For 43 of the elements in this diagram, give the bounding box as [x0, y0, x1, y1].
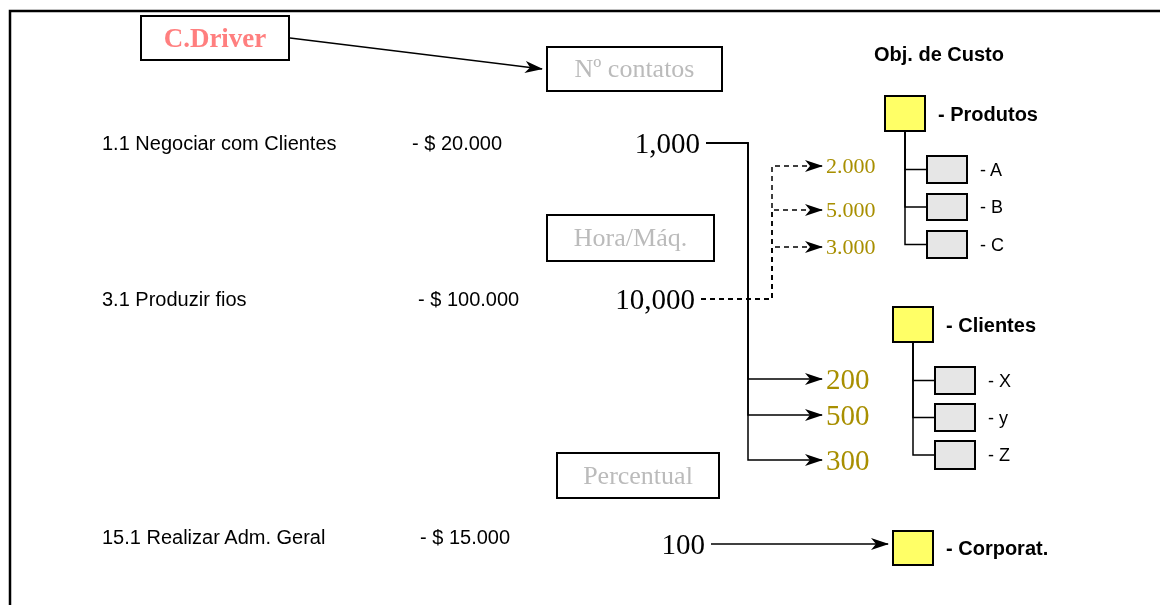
sub-object-square: [934, 366, 976, 395]
allocated-quantity: 2.000: [826, 152, 890, 180]
driver-type-box: Nº contatos: [546, 46, 723, 92]
activity-text: 3.1 Produzir fios: [102, 287, 247, 311]
driver-type-box: Hora/Máq.: [546, 214, 715, 262]
activity-cost: - $ 100.000: [418, 287, 520, 311]
allocated-quantity: 500: [826, 398, 886, 432]
activity-cost: - $ 20.000: [412, 131, 503, 155]
driver-quantity: 1,000: [615, 126, 700, 160]
arrow: [710, 538, 889, 550]
tree-line: [912, 342, 935, 456]
object-label: - C: [980, 233, 1004, 257]
object-label: - B: [980, 196, 1003, 219]
allocated-quantity: 5.000: [826, 196, 890, 224]
cost-object-square: [892, 306, 934, 343]
object-label: - X: [988, 369, 1011, 393]
heading: Obj. de Custo: [874, 42, 1004, 66]
allocated-quantity: 200: [826, 362, 886, 396]
object-label: - Produtos: [938, 101, 1038, 126]
sub-object-square: [934, 440, 976, 470]
object-label: - Z: [988, 444, 1010, 467]
object-label: - Corporat.: [946, 536, 1049, 560]
cost-object-square: [884, 95, 926, 132]
activity-cost: - $ 15.000: [420, 525, 511, 549]
object-label: - A: [980, 158, 1002, 182]
driver-box: C.Driver: [140, 15, 290, 61]
tree-line: [904, 131, 927, 246]
driver-type-box: Percentual: [556, 452, 720, 499]
object-label: - y: [988, 406, 1008, 430]
sub-object-square: [926, 193, 968, 221]
allocated-quantity: 3.000: [826, 233, 890, 261]
sub-object-square: [926, 155, 968, 184]
allocated-quantity: 300: [826, 443, 886, 477]
activity-text: 15.1 Realizar Adm. Geral: [102, 525, 326, 549]
sub-object-square: [934, 403, 976, 432]
activity-text: 1.1 Negociar com Clientes: [102, 131, 337, 155]
object-label: - Clientes: [946, 312, 1037, 337]
driver-quantity: 100: [650, 527, 705, 561]
driver-quantity: 10,000: [598, 282, 695, 316]
cost-object-square: [892, 530, 934, 566]
arrow: [289, 37, 543, 73]
arrow: [700, 241, 823, 300]
sub-object-square: [926, 230, 968, 259]
